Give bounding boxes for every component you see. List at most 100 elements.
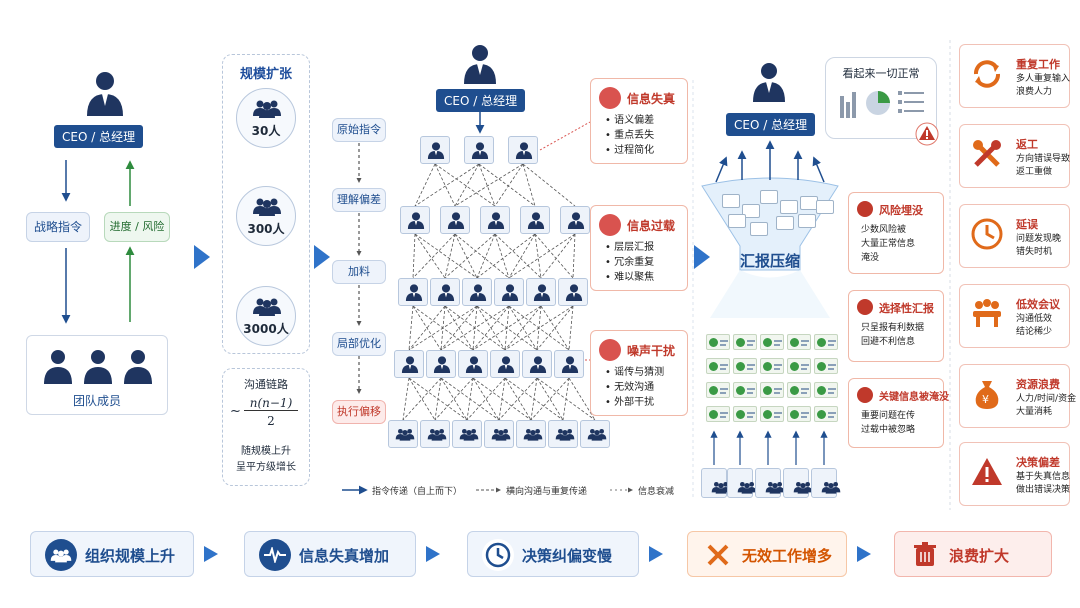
org-link xyxy=(498,377,538,421)
org-link xyxy=(402,377,410,421)
report-item xyxy=(706,406,730,422)
team-member-box xyxy=(811,468,841,498)
issue-item: • 层层汇报 xyxy=(605,242,655,253)
org-link xyxy=(530,377,538,421)
team-people-icon xyxy=(44,350,152,384)
effect-line: 基于失真信息 xyxy=(1016,472,1071,482)
report-item xyxy=(814,334,838,350)
check-icon xyxy=(817,410,826,419)
report-item xyxy=(787,358,811,374)
org-link xyxy=(476,305,506,351)
org-link xyxy=(466,377,474,421)
org-link xyxy=(568,305,574,351)
org-member-box xyxy=(558,278,588,306)
org-link xyxy=(478,163,496,207)
org-member-box xyxy=(560,206,590,234)
org-member-box xyxy=(426,350,456,378)
org-link xyxy=(494,163,524,207)
report-item xyxy=(733,358,757,374)
org-link xyxy=(408,305,478,351)
flow-arrow-icon xyxy=(857,546,871,562)
org-member-box xyxy=(520,206,550,234)
effect-line: 返工重做 xyxy=(1016,167,1053,177)
flow-step-3: 决策纠偏变慢 xyxy=(467,531,639,577)
flow-arrow-1 xyxy=(194,245,210,269)
risk-line: 重要问题在传 xyxy=(861,411,916,421)
org-link xyxy=(440,305,478,351)
formula-denominator: 2 xyxy=(267,414,275,428)
report-item xyxy=(814,406,838,422)
org-member-box xyxy=(420,420,450,448)
effect-card-4: 低效会议沟通低效结论稀少 xyxy=(959,284,1070,348)
issue-item-text: 语义偏差 xyxy=(614,115,655,126)
org-link xyxy=(562,377,570,421)
check-icon xyxy=(736,362,745,371)
group-people-icon xyxy=(252,98,282,122)
report-item xyxy=(706,334,730,350)
issue-item-text: 无效沟通 xyxy=(614,382,655,393)
org-member-box xyxy=(522,350,552,378)
org-link xyxy=(454,233,478,279)
org-link xyxy=(522,163,576,207)
risk-title: 风险埋没 xyxy=(879,204,923,217)
trash-icon xyxy=(909,539,941,571)
group-people-icon xyxy=(252,296,282,320)
step-1: 原始指令 xyxy=(332,118,386,142)
risk-title: 选择性汇报 xyxy=(879,302,934,315)
ceo-avatar-icon-2 xyxy=(464,45,496,84)
report-item xyxy=(787,382,811,398)
org-member-box xyxy=(580,420,610,448)
risk-line: 回避不利信息 xyxy=(861,337,916,347)
report-doc-icon xyxy=(780,200,798,214)
step-3: 加料 xyxy=(332,260,386,284)
org-link xyxy=(434,377,474,421)
org-link xyxy=(440,377,468,421)
report-item xyxy=(733,334,757,350)
warning-icon xyxy=(970,455,1004,493)
org-link xyxy=(408,305,446,351)
report-doc-icon xyxy=(750,222,768,236)
issue-title: 噪声干扰 xyxy=(627,344,676,358)
formula-note-2: 呈平方级增长 xyxy=(236,462,296,473)
report-item xyxy=(706,358,730,374)
org-link xyxy=(540,233,576,279)
flow-arrow-icon xyxy=(426,546,440,562)
org-member-box xyxy=(494,278,524,306)
org-link xyxy=(472,305,542,351)
risk-line: 只呈报有利数据 xyxy=(861,323,925,333)
pulse-icon xyxy=(259,539,291,571)
refresh-icon xyxy=(970,57,1004,95)
effect-card-2: 返工方向错误导致返工重做 xyxy=(959,124,1070,188)
org-link xyxy=(476,233,536,279)
money-bag-icon: ¥ xyxy=(970,377,1004,415)
bubble-warning-icon xyxy=(915,122,939,146)
scale-size-label: 300人 xyxy=(247,222,285,236)
effect-title: 延误 xyxy=(1016,218,1038,231)
flow-step-5: 浪费扩大 xyxy=(894,531,1052,577)
issue-item: • 谣传与猜测 xyxy=(605,367,665,378)
effect-title: 资源浪费 xyxy=(1016,378,1060,391)
formula-numerator: n(n−1) xyxy=(244,396,298,411)
issue-item: • 重点丢失 xyxy=(605,130,655,141)
flow-step-label: 信息失真增加 xyxy=(299,547,390,565)
scale-title: 规模扩张 xyxy=(239,67,292,82)
check-icon xyxy=(736,338,745,347)
risk-card-3: 关键信息被淹没重要问题在传过载中被忽略 xyxy=(848,378,949,448)
effect-line: 问题发现晚 xyxy=(1016,234,1062,244)
document-icon xyxy=(599,214,621,236)
report-item xyxy=(733,382,757,398)
effect-card-6: 决策偏差基于失真信息做出错误决策 xyxy=(959,442,1070,506)
report-item xyxy=(814,382,838,398)
org-member-box xyxy=(554,350,584,378)
check-icon xyxy=(763,386,772,395)
warning-icon xyxy=(857,201,873,217)
strategy-command-label: 战略指令 xyxy=(26,212,90,242)
report-item xyxy=(760,406,784,422)
org-link xyxy=(536,305,574,351)
step-5: 执行偏移 xyxy=(332,400,386,424)
org-member-box xyxy=(462,278,492,306)
tools-icon xyxy=(970,137,1004,175)
org-member-box xyxy=(400,206,430,234)
flow-step-label: 决策纠偏变慢 xyxy=(522,547,613,565)
